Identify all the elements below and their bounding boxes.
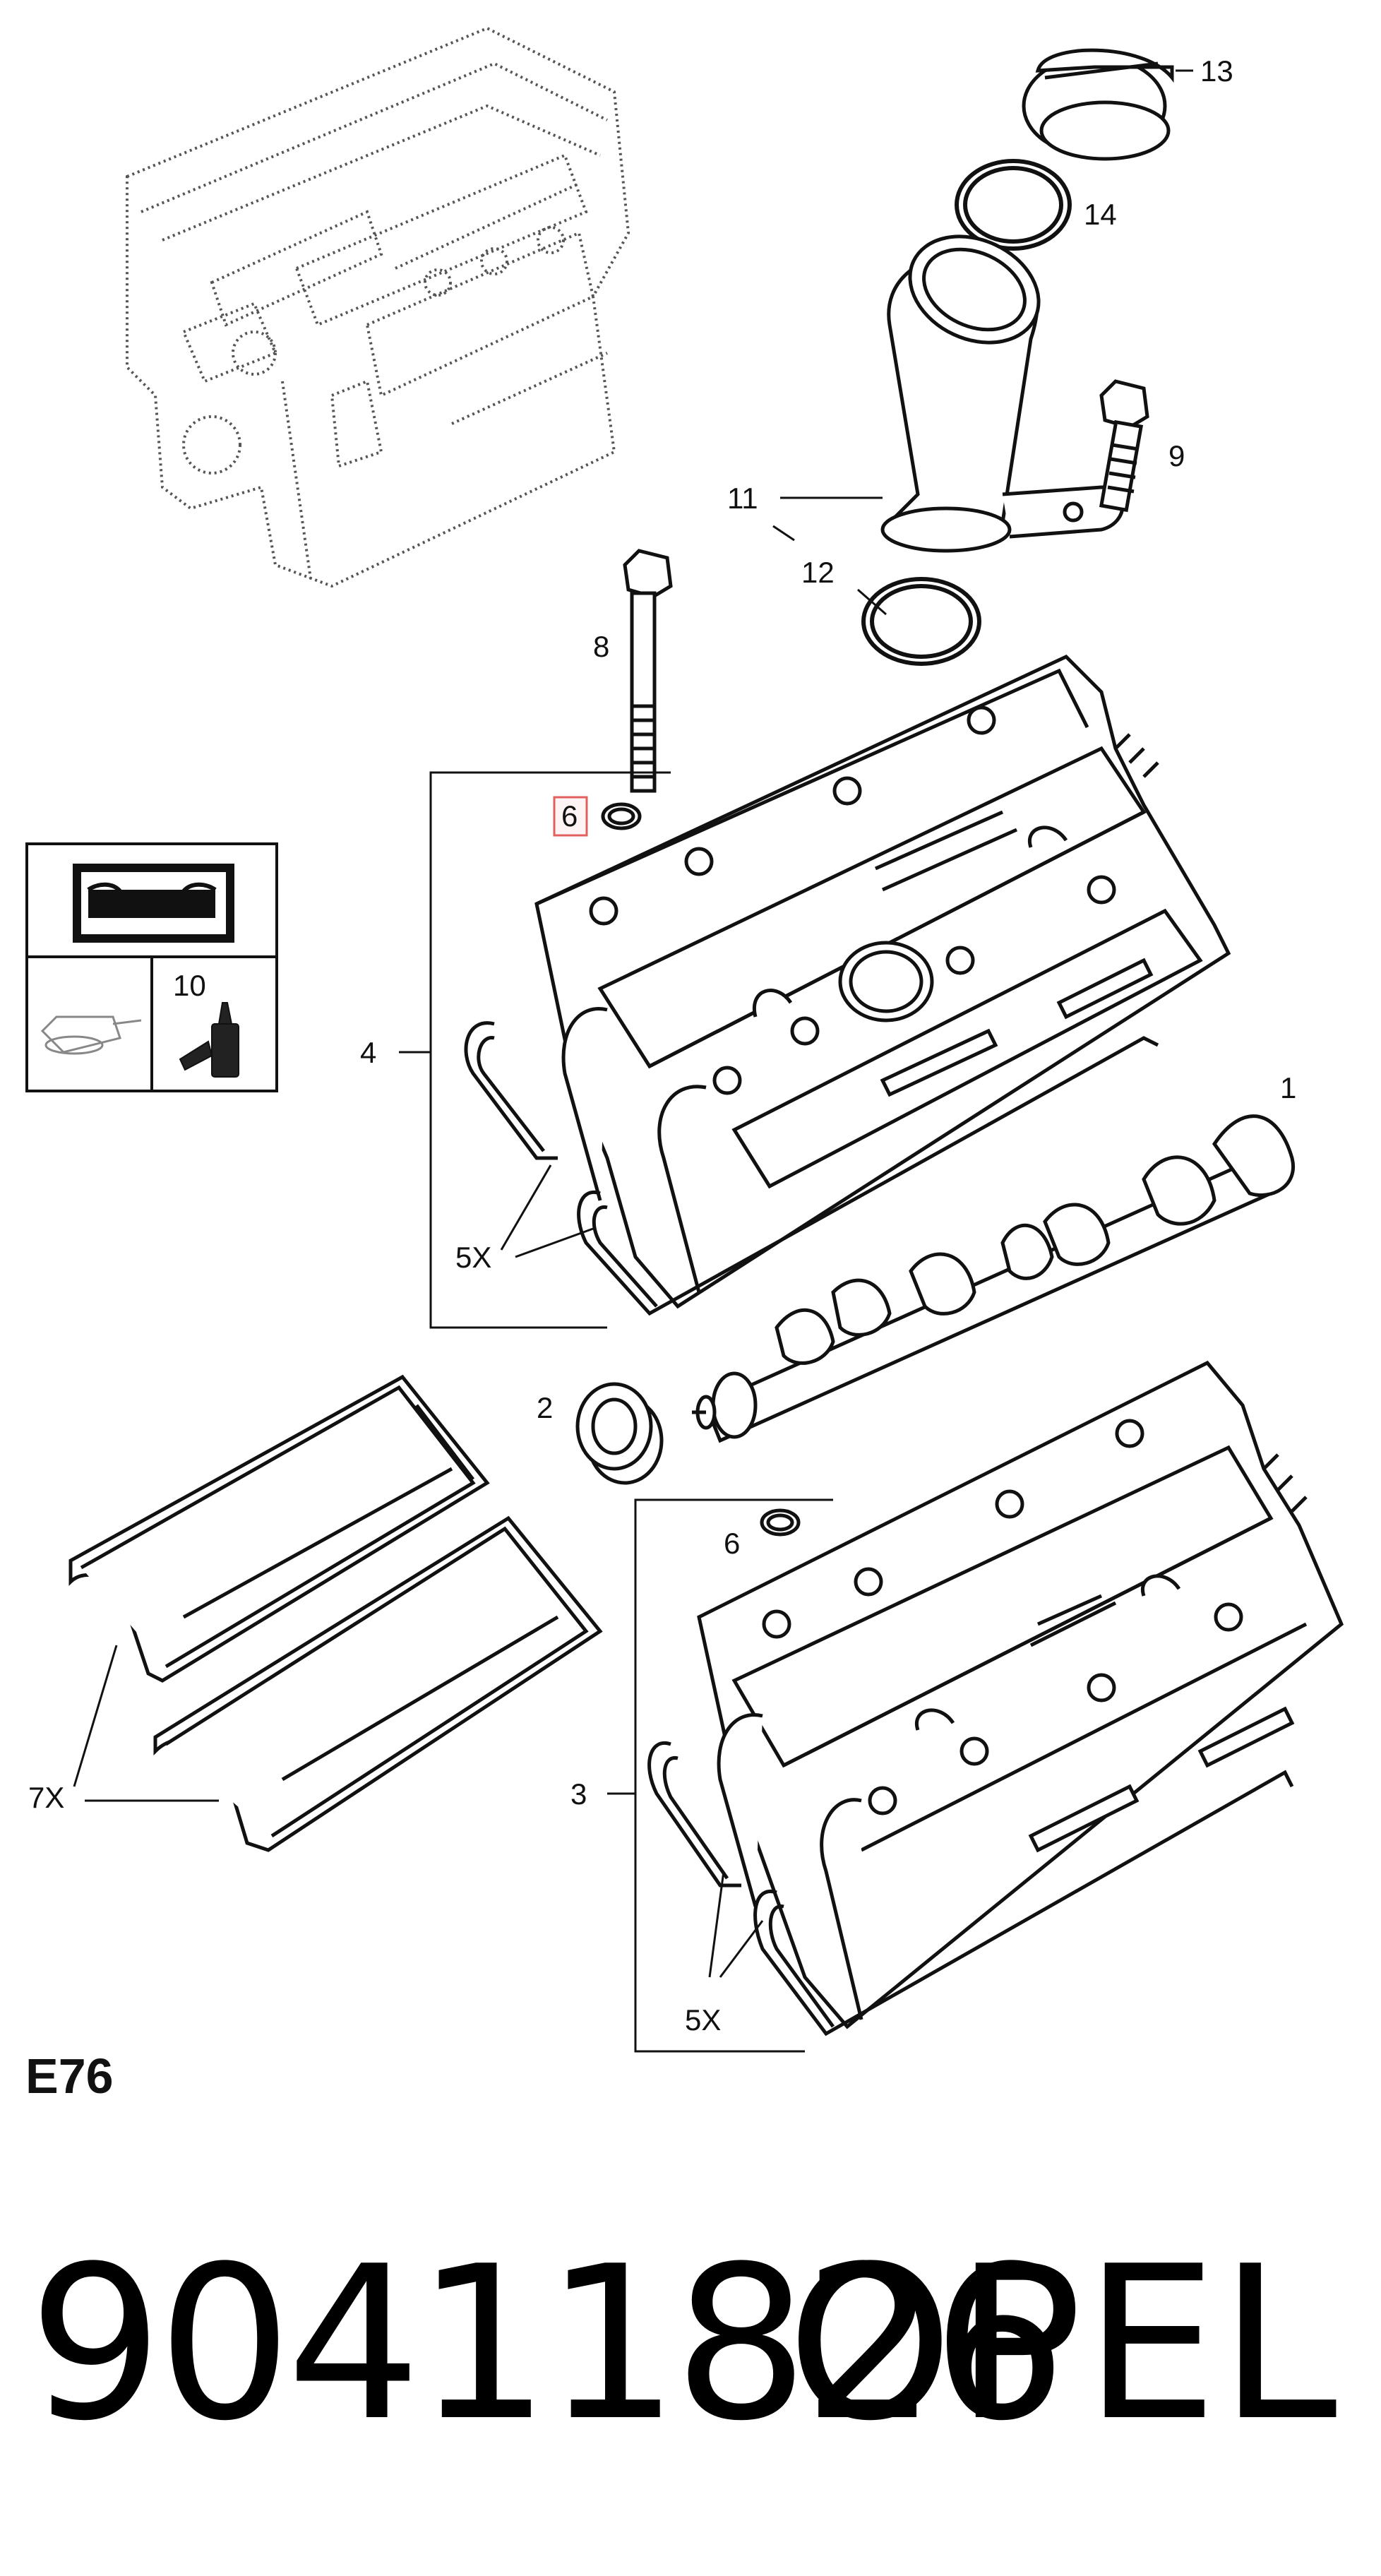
callout-11: 11 <box>727 482 758 515</box>
o-ring-12 <box>861 577 981 666</box>
filler-neck <box>880 234 1125 553</box>
callout-13: 13 <box>1200 54 1233 88</box>
brand-name: OPEL <box>787 2221 1339 2467</box>
camshaft <box>692 1114 1296 1443</box>
callout-5x-upper: 5X <box>455 1241 491 1274</box>
section-code: E76 <box>25 2049 114 2104</box>
callout-3: 3 <box>570 1777 587 1811</box>
callout-12: 12 <box>801 556 835 589</box>
seal-2 <box>575 1382 664 1485</box>
leader-lines <box>772 496 887 616</box>
callout-9: 9 <box>1168 439 1185 472</box>
upper-cam-cover <box>534 654 1231 1309</box>
bracket-4 <box>399 771 671 1329</box>
part-number: 90411826 <box>28 2221 1067 2467</box>
sealant-tube-icon <box>179 1002 239 1078</box>
bracket-3 <box>607 1498 833 2053</box>
callout-6-lower: 6 <box>724 1527 740 1560</box>
lower-gaskets <box>647 1741 1294 2037</box>
callout-10: 10 <box>173 969 206 1002</box>
leader-7x <box>73 1645 219 1802</box>
bolt-9 <box>1099 379 1149 513</box>
lower-cam-cover <box>697 1360 1344 2029</box>
callout-6-highlighted: 6 <box>561 799 578 833</box>
highlight-box-6 <box>553 796 588 837</box>
instruction-box <box>25 842 278 1092</box>
o-ring-6-lower <box>760 1508 801 1537</box>
manual-wrench-icon <box>73 864 234 943</box>
callout-4: 4 <box>360 1036 376 1069</box>
callout-2: 2 <box>537 1391 553 1424</box>
callout-5x-lower: 5X <box>685 2003 721 2037</box>
callout-7x: 7X <box>28 1781 64 1814</box>
oil-can-icon <box>40 1015 142 1055</box>
oil-filler-cap <box>1022 48 1174 161</box>
callout-8: 8 <box>593 630 609 663</box>
bolt-8 <box>623 549 673 793</box>
engine-block-ghost <box>126 26 630 588</box>
o-ring-6-upper <box>601 802 642 830</box>
o-ring-14 <box>955 159 1072 251</box>
upper-gaskets <box>464 1021 1159 1316</box>
gaskets-7x <box>68 1374 603 1852</box>
callout-14: 14 <box>1084 198 1117 231</box>
callout-1: 1 <box>1280 1071 1296 1104</box>
